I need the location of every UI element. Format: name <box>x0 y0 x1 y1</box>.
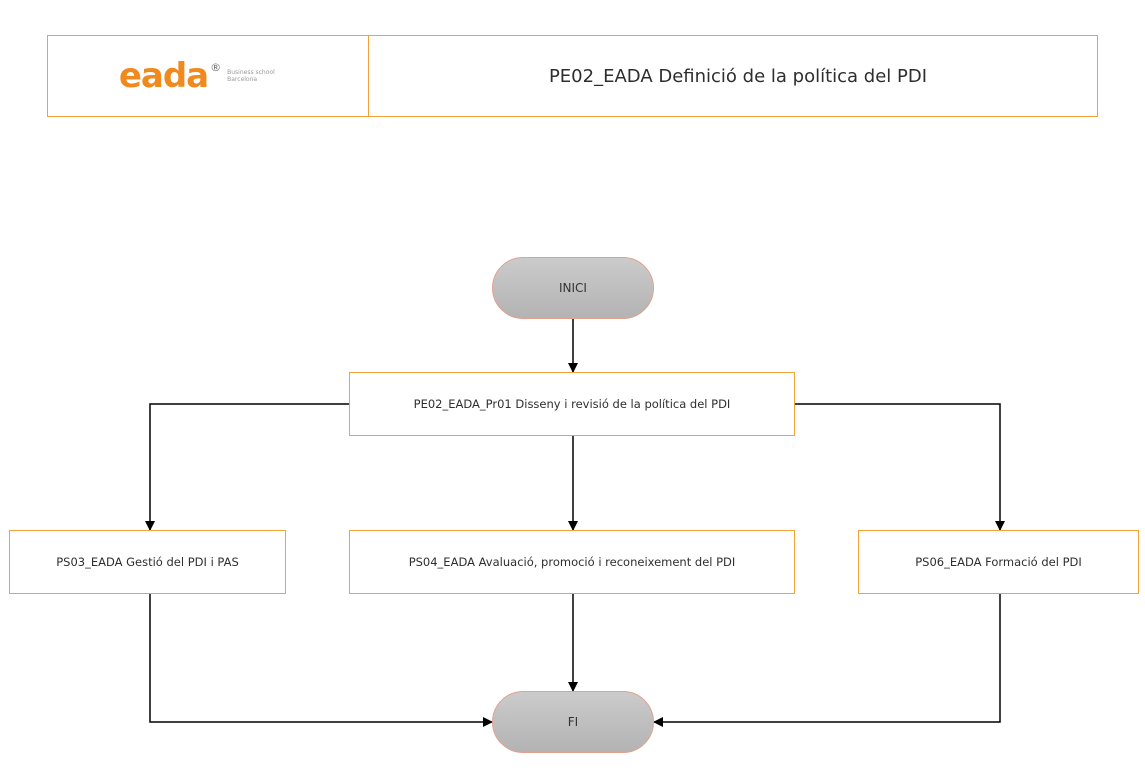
arrow-pe02-to-ps06 <box>795 403 1005 531</box>
document-header: eada ® Business school Barcelona PE02_EA… <box>47 35 1098 117</box>
process-ps04-avaluacio: PS04_EADA Avaluació, promoció i reconeix… <box>349 530 795 594</box>
process-pe02-disseny: PE02_EADA_Pr01 Disseny i revisió de la p… <box>349 372 795 436</box>
page-title: PE02_EADA Definició de la política del P… <box>548 65 928 87</box>
title-cell: PE02_EADA Definició de la política del P… <box>369 36 1097 116</box>
logo-tagline: Business school Barcelona <box>227 69 275 83</box>
logo-cell: eada ® Business school Barcelona <box>48 36 369 116</box>
arrow-ps06-to-end <box>653 594 1001 727</box>
process-ps06-label: PS06_EADA Formació del PDI <box>915 555 1082 569</box>
process-ps06-formacio: PS06_EADA Formació del PDI <box>858 530 1139 594</box>
end-node: FI <box>492 691 654 753</box>
logo-wordmark: eada <box>118 56 209 96</box>
start-node: INICI <box>492 257 654 319</box>
start-label: INICI <box>559 281 587 295</box>
process-pe02-label: PE02_EADA_Pr01 Disseny i revisió de la p… <box>413 397 731 411</box>
arrow-ps03-to-end <box>149 594 493 727</box>
end-label: FI <box>567 715 579 729</box>
eada-logo: eada ® Business school Barcelona <box>119 59 297 93</box>
registered-mark: ® <box>210 61 222 74</box>
process-ps03-gestio: PS03_EADA Gestió del PDI i PAS <box>9 530 286 594</box>
process-ps03-label: PS03_EADA Gestió del PDI i PAS <box>56 555 239 569</box>
process-ps04-label: PS04_EADA Avaluació, promoció i reconeix… <box>408 555 736 569</box>
arrow-pe02-to-ps03 <box>145 403 349 531</box>
